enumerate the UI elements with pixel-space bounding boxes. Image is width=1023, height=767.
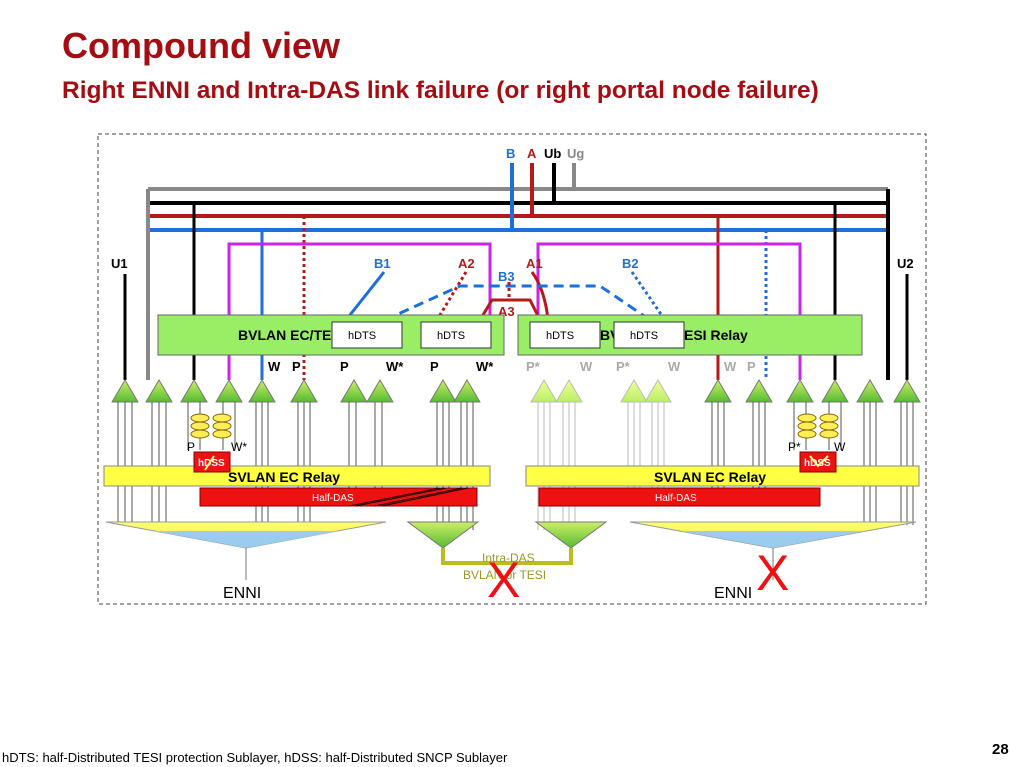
svg-text:P*: P*	[526, 359, 541, 374]
enni-funnels	[105, 521, 917, 580]
port-label-b3: B3	[498, 269, 515, 284]
hdts-label-2: hDTS	[437, 330, 465, 342]
svg-text:W: W	[724, 359, 737, 374]
bus-label-ub: Ub	[544, 146, 561, 161]
hdss-right-w: W	[834, 440, 846, 454]
port-label-u1: U1	[111, 256, 128, 271]
svg-text:W: W	[580, 359, 593, 374]
hdss-caps	[190, 413, 839, 439]
half-das-left	[199, 487, 478, 507]
svg-text:W: W	[268, 359, 281, 374]
hdss-left-p: P	[187, 440, 195, 454]
svg-text:W: W	[668, 359, 681, 374]
bus-label-a: A	[527, 146, 537, 161]
slide-subtitle: Right ENNI and Intra-DAS link failure (o…	[62, 77, 819, 104]
hdts-label-1: hDTS	[348, 330, 376, 342]
bus-label-ug: Ug	[567, 146, 584, 161]
hdss-left-label: hDSS	[198, 458, 225, 469]
bus-label-b: B	[506, 146, 515, 161]
diagram-frame	[97, 133, 927, 605]
port-label-u2: U2	[897, 256, 914, 271]
enni-left-label: ENNI	[223, 585, 261, 602]
page-number: 28	[992, 741, 1009, 758]
svg-text:W*: W*	[476, 359, 494, 374]
port-label-b1: B1	[374, 256, 391, 271]
svg-text:P: P	[747, 359, 756, 374]
failure-mark-right-enni: X	[756, 545, 789, 601]
inner-paths	[344, 271, 667, 322]
svg-text:P: P	[292, 359, 301, 374]
footnote: hDTS: half-Distributed TESI protection S…	[2, 750, 508, 765]
intra-das-label-1: Intra-DAS	[482, 551, 535, 565]
port-label-a2: A2	[458, 256, 475, 271]
svlan-relay-left-label: SVLAN EC Relay	[228, 469, 340, 485]
intra-das-label-2: BVLAN or TESI	[463, 568, 546, 582]
slide-title: Compound view	[62, 25, 340, 66]
half-das-right-label: Half-DAS	[655, 493, 697, 504]
half-das-left-crossings	[348, 487, 469, 507]
port-triangles	[111, 379, 921, 403]
port-label-b2: B2	[622, 256, 639, 271]
hdts-boxes	[331, 321, 685, 349]
half-das-right	[538, 487, 821, 507]
svg-text:P: P	[340, 359, 349, 374]
wp-labels: W P P W* P W* P* W P* W W P	[268, 359, 756, 374]
hdss-right-label: hDSS	[804, 458, 831, 469]
hdss-left-switch	[204, 455, 215, 471]
hdts-label-4: hDTS	[630, 330, 658, 342]
svg-text:P*: P*	[616, 359, 631, 374]
port-label-a1: A1	[526, 256, 543, 271]
svg-text:P: P	[430, 359, 439, 374]
enni-right-label: ENNI	[714, 585, 752, 602]
half-das-left-label: Half-DAS	[312, 493, 354, 504]
bus-lines	[146, 163, 890, 380]
hdss-left-w: W*	[231, 440, 247, 454]
hdts-label-3: hDTS	[546, 330, 574, 342]
svlan-relay-right-label: SVLAN EC Relay	[654, 469, 766, 485]
svg-text:W*: W*	[386, 359, 404, 374]
hdss-right-p: P*	[788, 440, 801, 454]
hdss-right-switch	[809, 455, 829, 468]
failure-mark-intra-das: X	[487, 552, 520, 608]
intra-das-link	[406, 521, 608, 565]
hdss-box-left	[193, 451, 231, 473]
